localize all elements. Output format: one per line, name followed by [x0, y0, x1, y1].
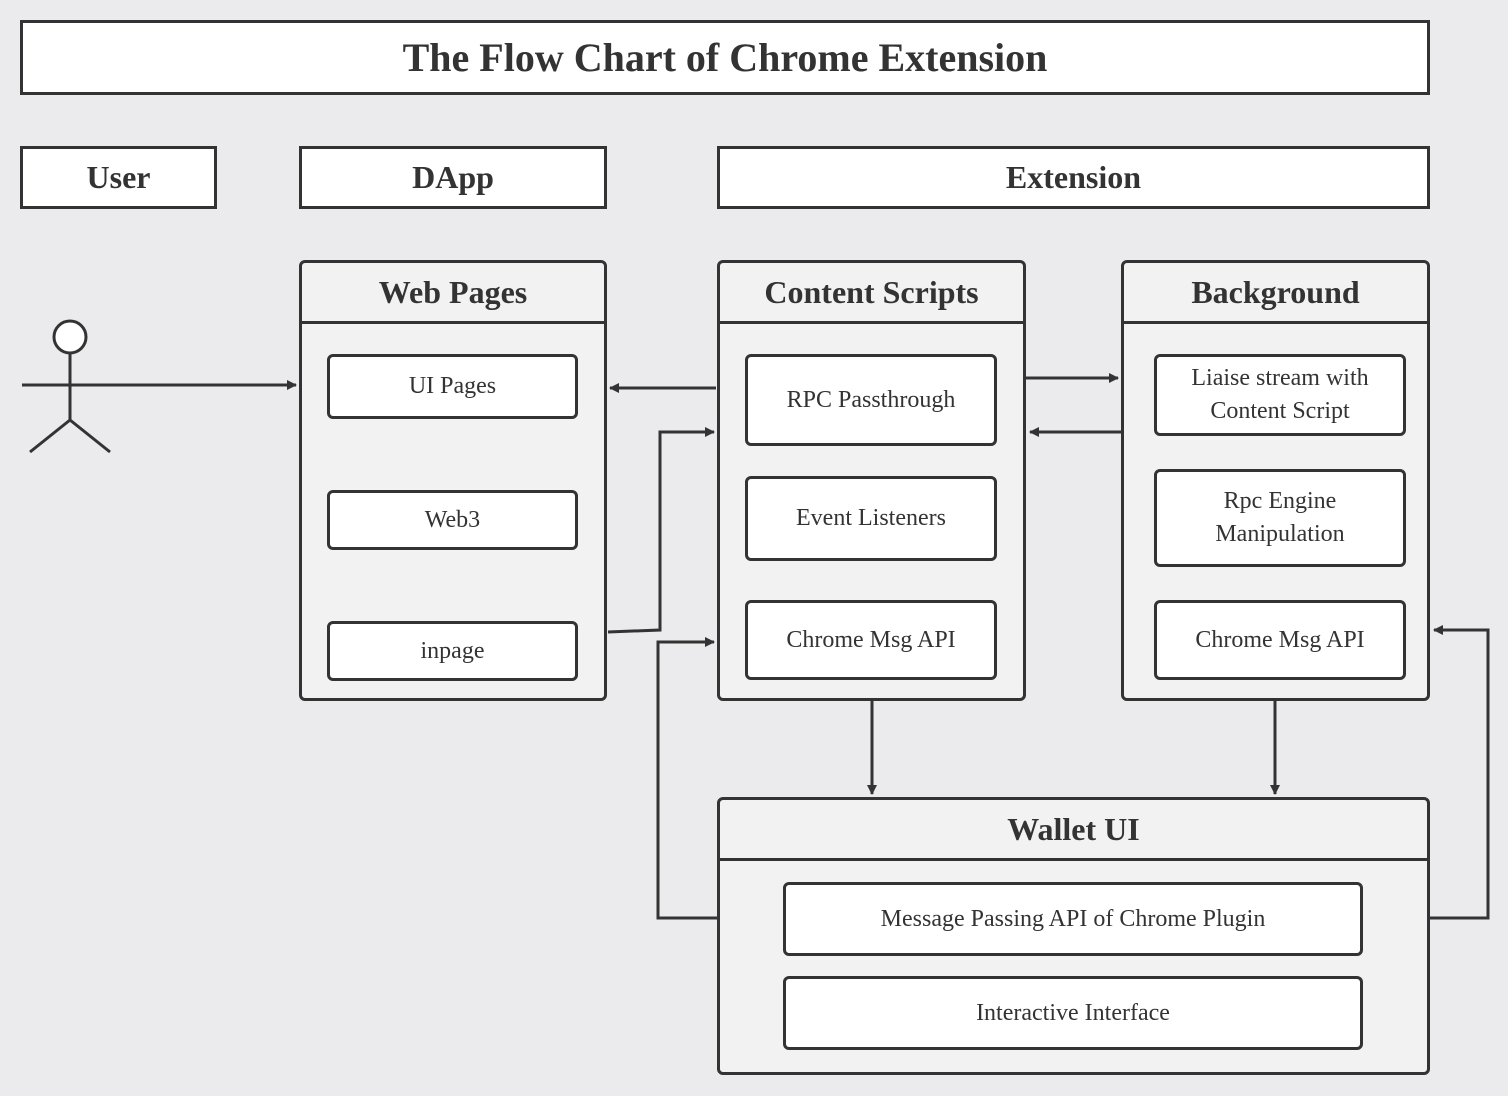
- rpc-engine-node: Rpc Engine Manipulation: [1154, 469, 1406, 567]
- lane-dapp: DApp: [299, 146, 607, 209]
- background-chrome-msg-api-node: Chrome Msg API: [1154, 600, 1406, 680]
- user-actor-icon: [22, 319, 118, 454]
- web-pages-title: Web Pages: [302, 263, 604, 324]
- diagram-title: The Flow Chart of Chrome Extension: [20, 20, 1430, 95]
- web3-node: Web3: [327, 490, 578, 550]
- wallet-ui-title: Wallet UI: [720, 800, 1427, 861]
- content-chrome-msg-api-node: Chrome Msg API: [745, 600, 997, 680]
- interactive-interface-node: Interactive Interface: [783, 976, 1363, 1050]
- liaise-stream-node: Liaise stream with Content Script: [1154, 354, 1406, 436]
- inpage-node: inpage: [327, 621, 578, 681]
- event-listeners-node: Event Listeners: [745, 476, 997, 561]
- rpc-passthrough-node: RPC Passthrough: [745, 354, 997, 446]
- ui-pages-node: UI Pages: [327, 354, 578, 419]
- lane-user: User: [20, 146, 217, 209]
- message-passing-api-node: Message Passing API of Chrome Plugin: [783, 882, 1363, 956]
- content-scripts-title: Content Scripts: [720, 263, 1023, 324]
- lane-extension: Extension: [717, 146, 1430, 209]
- arrow-inpage-to-content-scripts: [607, 427, 715, 634]
- background-title: Background: [1124, 263, 1427, 324]
